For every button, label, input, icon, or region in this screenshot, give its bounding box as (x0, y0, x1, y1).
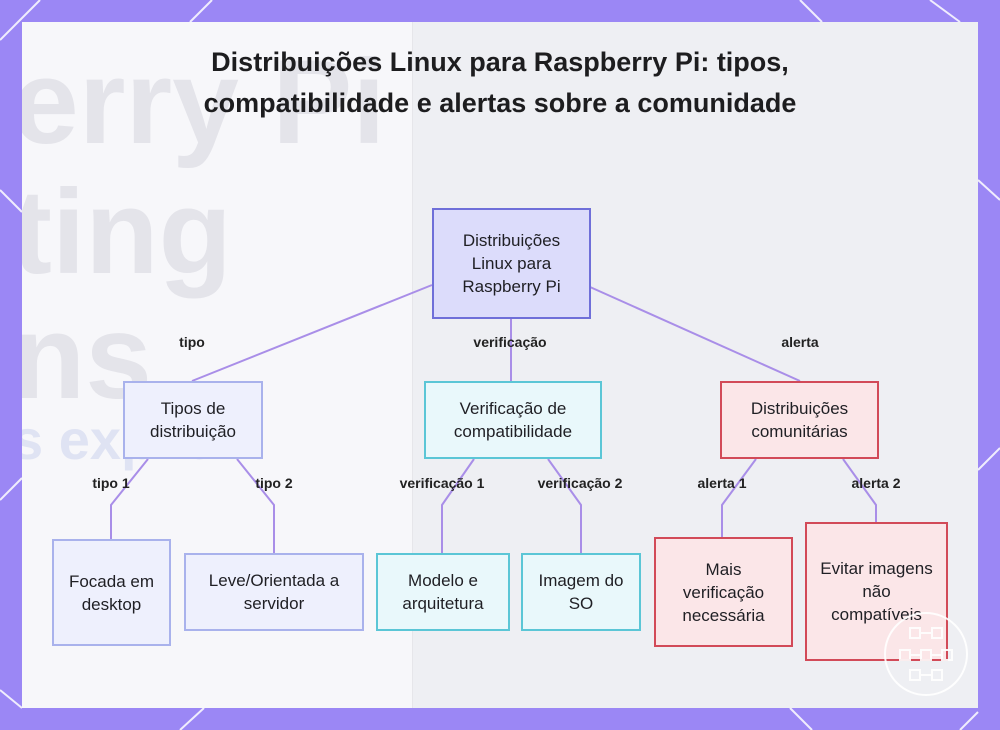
edge-label-verificacao1: verificação 1 (399, 475, 485, 491)
edge-label-verificacao2: verificação 2 (537, 475, 623, 491)
background-text: erry Pi (22, 35, 386, 169)
edge-label-alerta2: alerta 2 (851, 475, 901, 491)
edge-types-server (236, 458, 275, 553)
edge-community-more (721, 458, 757, 537)
node-model: Modelo e arquitetura (376, 553, 510, 631)
node-types: Tipos de distribuição (123, 381, 263, 459)
edge-types-desktop (110, 458, 149, 539)
diagram-title: Distribuições Linux para Raspberry Pi: t… (203, 47, 797, 118)
edge-community-avoid (842, 458, 877, 522)
node-community: Distribuições comunitárias (720, 381, 879, 459)
edge-label-alerta: alerta (781, 334, 819, 350)
edge-label-verificacao: verificação (473, 334, 547, 350)
node-more-check: Mais verificação necessária (654, 537, 793, 647)
node-verification: Verificação de compatibilidade (424, 381, 602, 459)
edge-verification-model (441, 458, 475, 553)
edge-verification-image (547, 458, 582, 553)
watermark-logo-icon (884, 612, 968, 696)
node-server: Leve/Orientada a servidor (184, 553, 364, 631)
edge-label-tipo: tipo (179, 334, 205, 350)
edge-label-tipo2: tipo 2 (255, 475, 293, 491)
node-image: Imagem do SO (521, 553, 641, 631)
background-text: ting (22, 165, 232, 299)
edge-label-tipo1: tipo 1 (92, 475, 130, 491)
node-root: Distribuições Linux para Raspberry Pi (432, 208, 591, 319)
edge-label-alerta1: alerta 1 (697, 475, 747, 491)
node-desktop: Focada em desktop (52, 539, 171, 646)
edge-root-types (191, 284, 433, 382)
edge-root-community (589, 286, 801, 382)
